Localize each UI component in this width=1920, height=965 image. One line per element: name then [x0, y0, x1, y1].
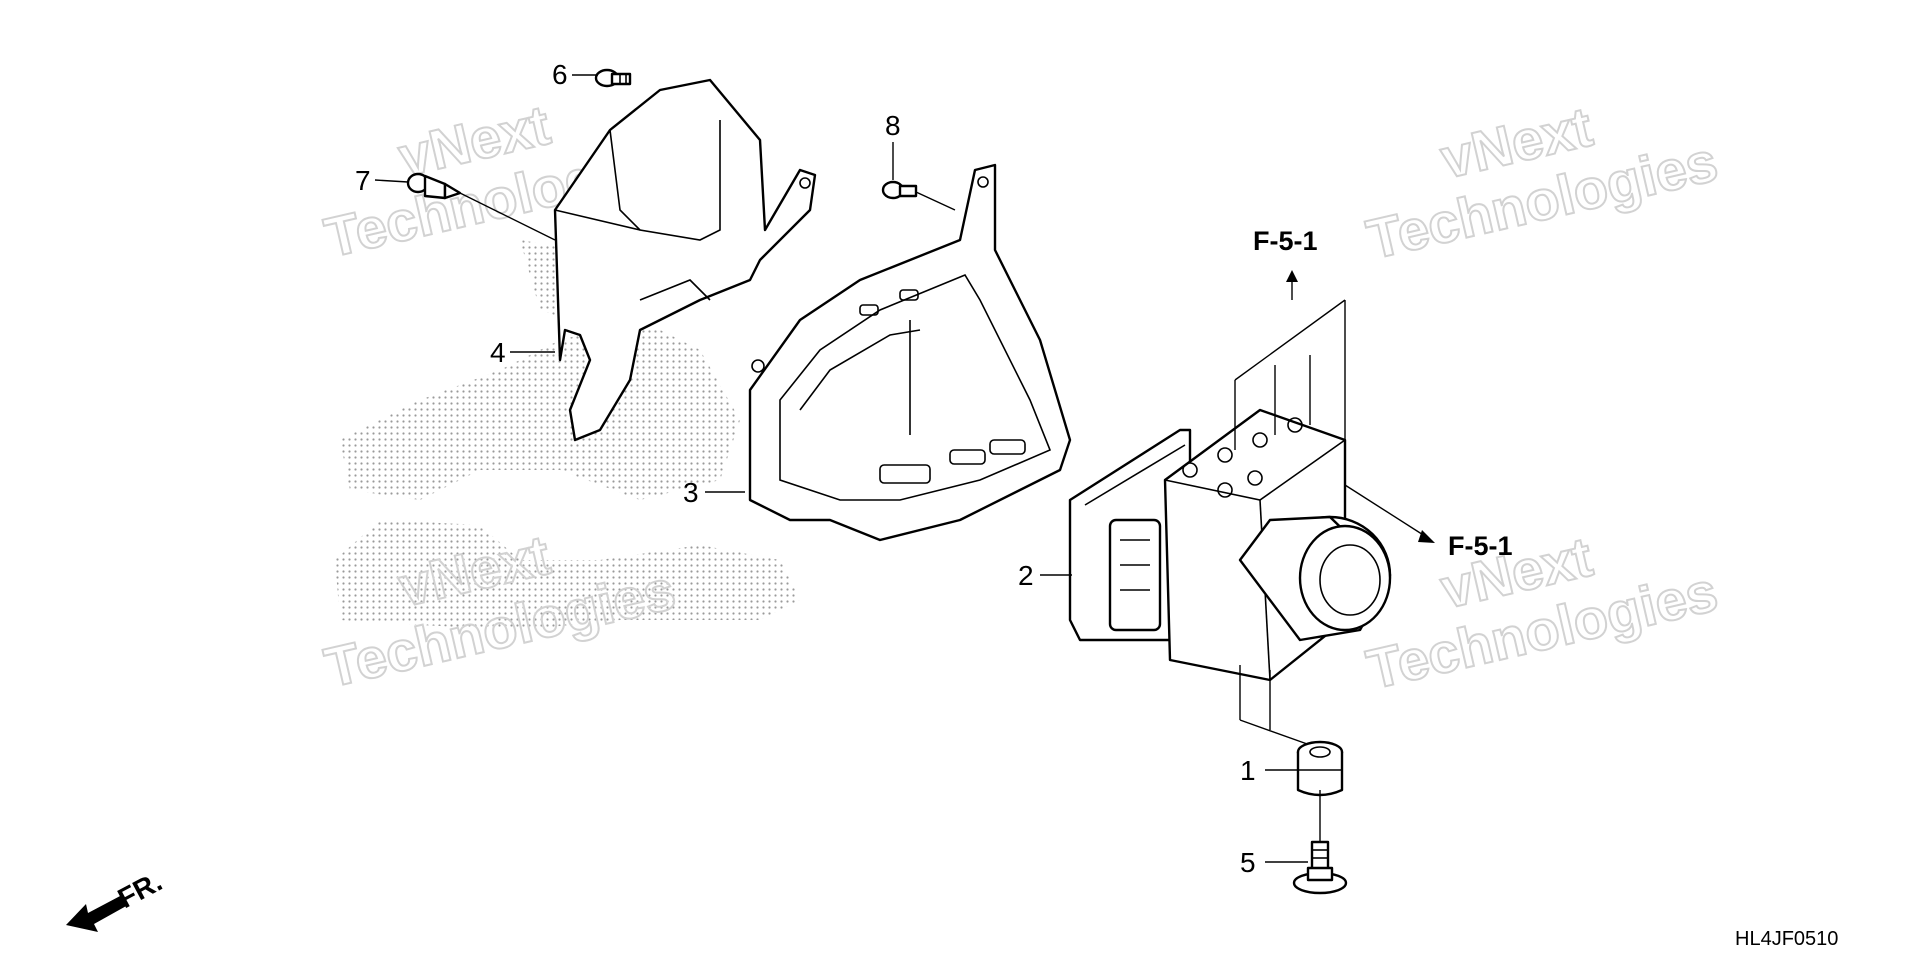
- callout-5: 5: [1240, 847, 1256, 878]
- part-3-bracket: [748, 163, 1072, 542]
- callout-1: 1: [1240, 755, 1256, 786]
- leader-lines: [374, 74, 1321, 863]
- front-direction-indicator: FR.: [66, 866, 167, 932]
- reference-label-upper: F-5-1: [1253, 226, 1318, 256]
- callout-4: 4: [490, 337, 506, 368]
- callout-labels: 6 7 4 8 3 2 1 5: [355, 59, 1256, 878]
- part-7-clip: [406, 172, 556, 241]
- callout-6: 6: [552, 59, 568, 90]
- front-arrow-icon: [66, 895, 128, 932]
- callout-3: 3: [683, 477, 699, 508]
- reference-label-right: F-5-1: [1448, 531, 1513, 561]
- part-1-grommet: [1296, 740, 1344, 797]
- part-6-screw: [594, 68, 632, 88]
- callout-8: 8: [885, 110, 901, 141]
- arrow-right-icon: [1418, 530, 1435, 543]
- reference-arrows: [1286, 270, 1435, 543]
- diagram-code: HL4JF0510: [1735, 928, 1838, 950]
- callout-7: 7: [355, 165, 371, 196]
- part-4-cover: [553, 78, 817, 442]
- part-5-bolt: [1292, 840, 1348, 895]
- arrow-up-icon: [1286, 270, 1298, 282]
- part-2-modulator: [1068, 299, 1392, 746]
- callout-2: 2: [1018, 560, 1034, 591]
- part-8-bolt: [881, 180, 956, 211]
